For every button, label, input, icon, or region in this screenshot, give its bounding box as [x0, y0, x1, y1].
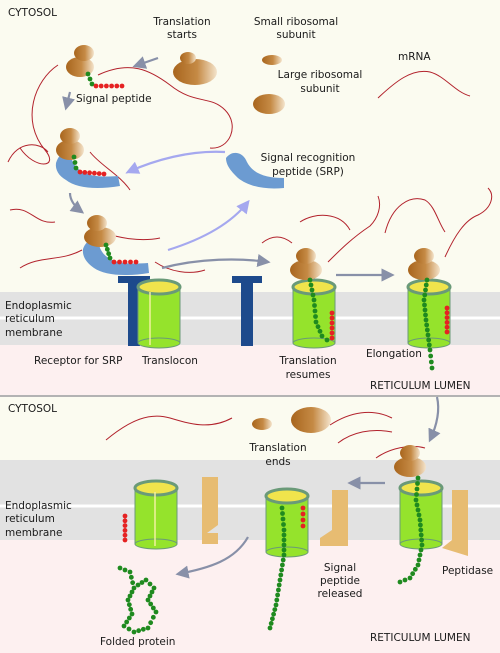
ribosome-bottom-right [394, 445, 426, 477]
mrna-label: mRNA [398, 51, 431, 63]
peptidases [202, 477, 468, 556]
small-subunit-label-2: subunit [276, 29, 315, 41]
peptidase-2 [320, 490, 348, 546]
membrane-label-bottom-2: reticulum [5, 513, 55, 525]
receptor-srp-label: Receptor for SRP [34, 355, 122, 367]
lumen-region-bottom [0, 540, 500, 653]
signal-peptide-label: Signal peptide [76, 93, 152, 105]
lumen-label-bottom: RETICULUM LUMEN [370, 632, 470, 644]
translation-resumes-label-2: resumes [286, 369, 331, 381]
membrane-label-bottom-3: membrane [5, 527, 62, 539]
membrane-label-bottom-1: Endoplasmic [5, 500, 72, 512]
ribosome-free [173, 52, 217, 85]
ribosome-resumes [290, 248, 322, 280]
translation-resumes-label-1: Translation [278, 355, 336, 367]
membrane-label-top-2: reticulum [5, 313, 55, 325]
peptidase-label: Peptidase [442, 565, 493, 577]
small-subunit-top [262, 55, 282, 65]
large-subunit-bottom [291, 407, 331, 433]
cytosol-label-top: CYTOSOL [8, 7, 57, 19]
srp-receptors [118, 276, 262, 346]
mrna-strands-top [7, 64, 493, 273]
translation-ends-label-2: ends [265, 456, 290, 468]
srp-label-1: Signal recognition [261, 152, 356, 164]
srp-shapes [55, 152, 284, 276]
large-subunit-label-1: Large ribosomal [278, 69, 363, 81]
labels: CYTOSOL Translation starts Small ribosom… [5, 7, 493, 648]
ribosome-elongation [408, 248, 440, 280]
translocons [133, 278, 452, 558]
folded-protein-label: Folded protein [100, 636, 175, 648]
lumen-region-top [0, 345, 500, 395]
membrane-label-top-3: membrane [5, 327, 62, 339]
cytosol-label-bottom: CYTOSOL [8, 403, 57, 415]
translocon-label: Translocon [141, 355, 198, 367]
membrane-label-top-1: Endoplasmic [5, 300, 72, 312]
translocon-4 [133, 479, 179, 550]
srp-bound-step2 [55, 152, 120, 188]
translation-starts-label-1: Translation [152, 16, 210, 28]
srp-receptor-2 [232, 276, 262, 346]
lumen-label-top: RETICULUM LUMEN [370, 380, 470, 392]
signal-released-label-1: Signal [324, 562, 356, 574]
small-subunit-bottom [252, 418, 272, 430]
signal-released-label-3: released [318, 588, 363, 600]
translocon-5 [264, 487, 310, 558]
srp-bound-step3 [82, 240, 149, 276]
mrna-strands-bottom [105, 411, 426, 459]
srp-label-2: peptide (SRP) [272, 166, 344, 178]
large-subunit-label-2: subunit [300, 83, 339, 95]
translocon-1 [136, 278, 182, 349]
peptidase-1 [202, 477, 218, 544]
srp-free [226, 152, 284, 189]
peptide-chains [71, 71, 450, 635]
ribosome-step3 [84, 215, 116, 247]
signal-released-label-2: peptide [320, 575, 360, 587]
small-subunit-label-1: Small ribosomal [254, 16, 338, 28]
translation-starts-label-2: starts [167, 29, 197, 41]
large-subunit-top [253, 94, 285, 114]
ribosomes [56, 45, 440, 477]
peptidase-3 [442, 490, 468, 556]
process-arrows-violet [125, 150, 250, 252]
translation-ends-label-1: Translation [248, 442, 306, 454]
srp-receptor-1 [118, 276, 150, 346]
ribosome-step2 [56, 128, 84, 160]
elongation-label: Elongation [366, 348, 422, 360]
process-arrows-gray [62, 56, 441, 579]
